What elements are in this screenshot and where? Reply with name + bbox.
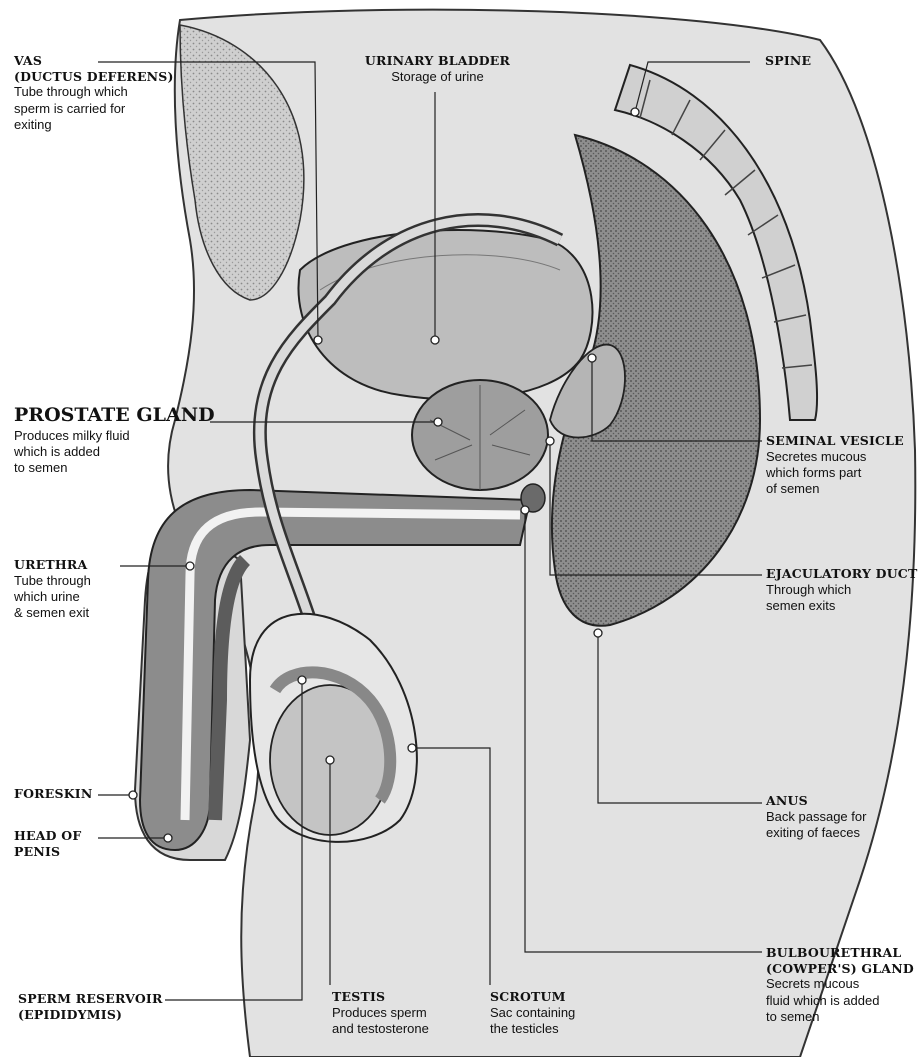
label-ejaculatory-title: EJACULATORY DUCT xyxy=(766,566,917,582)
label-sperm-reservoir: SPERM RESERVOIR (EPIDIDYMIS) xyxy=(18,991,163,1022)
label-foreskin: FORESKIN xyxy=(14,786,92,802)
label-head-title1: HEAD OF xyxy=(14,828,81,844)
label-vas: VAS (DUCTUS DEFERENS) Tube through which… xyxy=(14,53,174,133)
label-scrotum-desc2: the testicles xyxy=(490,1021,575,1037)
label-prostate-desc2: which is added xyxy=(14,444,215,460)
label-anus-title: ANUS xyxy=(766,793,866,809)
label-bulbourethral-gland: BULBOURETHRAL (COWPER'S) GLAND Secrets m… xyxy=(766,945,914,1025)
label-seminal-desc3: of semen xyxy=(766,481,904,497)
label-urethra-desc3: & semen exit xyxy=(14,605,91,621)
label-head-title2: PENIS xyxy=(14,844,81,860)
label-bulbourethral-title1: BULBOURETHRAL xyxy=(766,945,914,961)
label-urethra: URETHRA Tube through which urine & semen… xyxy=(14,557,91,621)
label-urethra-desc2: which urine xyxy=(14,589,91,605)
label-vas-desc1: Tube through which xyxy=(14,84,174,100)
label-scrotum: SCROTUM Sac containing the testicles xyxy=(490,989,575,1037)
label-seminal-title: SEMINAL VESICLE xyxy=(766,433,904,449)
label-scrotum-title: SCROTUM xyxy=(490,989,575,1005)
label-testis-title: TESTIS xyxy=(332,989,429,1005)
label-bulbourethral-desc2: fluid which is added xyxy=(766,993,914,1009)
label-ejaculatory-desc2: semen exits xyxy=(766,598,917,614)
urinary-bladder-illustration xyxy=(298,230,592,399)
label-seminal-vesicle: SEMINAL VESICLE Secretes mucous which fo… xyxy=(766,433,904,497)
label-prostate: PROSTATE GLAND Produces milky fluid whic… xyxy=(14,404,215,477)
label-anus-desc2: exiting of faeces xyxy=(766,825,866,841)
label-vas-desc3: exiting xyxy=(14,117,174,133)
label-testis-desc1: Produces sperm xyxy=(332,1005,429,1021)
label-anus-desc1: Back passage for xyxy=(766,809,866,825)
label-testis-desc2: and testosterone xyxy=(332,1021,429,1037)
label-urethra-desc1: Tube through xyxy=(14,573,91,589)
label-bulbourethral-desc3: to semen xyxy=(766,1009,914,1025)
label-spine-title: SPINE xyxy=(765,53,811,69)
label-reservoir-title1: SPERM RESERVOIR xyxy=(18,991,163,1007)
label-bulbourethral-title2: (COWPER'S) GLAND xyxy=(766,961,914,977)
prostate-illustration xyxy=(412,380,548,490)
label-reservoir-title2: (EPIDIDYMIS) xyxy=(18,1007,163,1023)
label-testis: TESTIS Produces sperm and testosterone xyxy=(332,989,429,1037)
label-prostate-title: PROSTATE GLAND xyxy=(14,404,215,428)
label-seminal-desc2: which forms part xyxy=(766,465,904,481)
label-head-of-penis: HEAD OF PENIS xyxy=(14,828,81,859)
label-spine: SPINE xyxy=(765,53,811,69)
label-prostate-desc1: Produces milky fluid xyxy=(14,428,215,444)
label-scrotum-desc1: Sac containing xyxy=(490,1005,575,1021)
label-bladder-desc: Storage of urine xyxy=(355,69,520,85)
label-ejaculatory-duct: EJACULATORY DUCT Through which semen exi… xyxy=(766,566,917,614)
label-vas-desc2: sperm is carried for xyxy=(14,101,174,117)
label-prostate-desc3: to semen xyxy=(14,460,215,476)
label-vas-title1: VAS xyxy=(14,53,174,69)
label-ejaculatory-desc1: Through which xyxy=(766,582,917,598)
label-urethra-title: URETHRA xyxy=(14,557,91,573)
label-vas-title2: (DUCTUS DEFERENS) xyxy=(14,69,174,85)
label-seminal-desc1: Secretes mucous xyxy=(766,449,904,465)
label-bulbourethral-desc1: Secrets mucous xyxy=(766,976,914,992)
label-foreskin-title: FORESKIN xyxy=(14,786,92,802)
label-bladder: URINARY BLADDER Storage of urine xyxy=(355,53,520,85)
label-anus: ANUS Back passage for exiting of faeces xyxy=(766,793,866,841)
label-bladder-title: URINARY BLADDER xyxy=(355,53,520,69)
